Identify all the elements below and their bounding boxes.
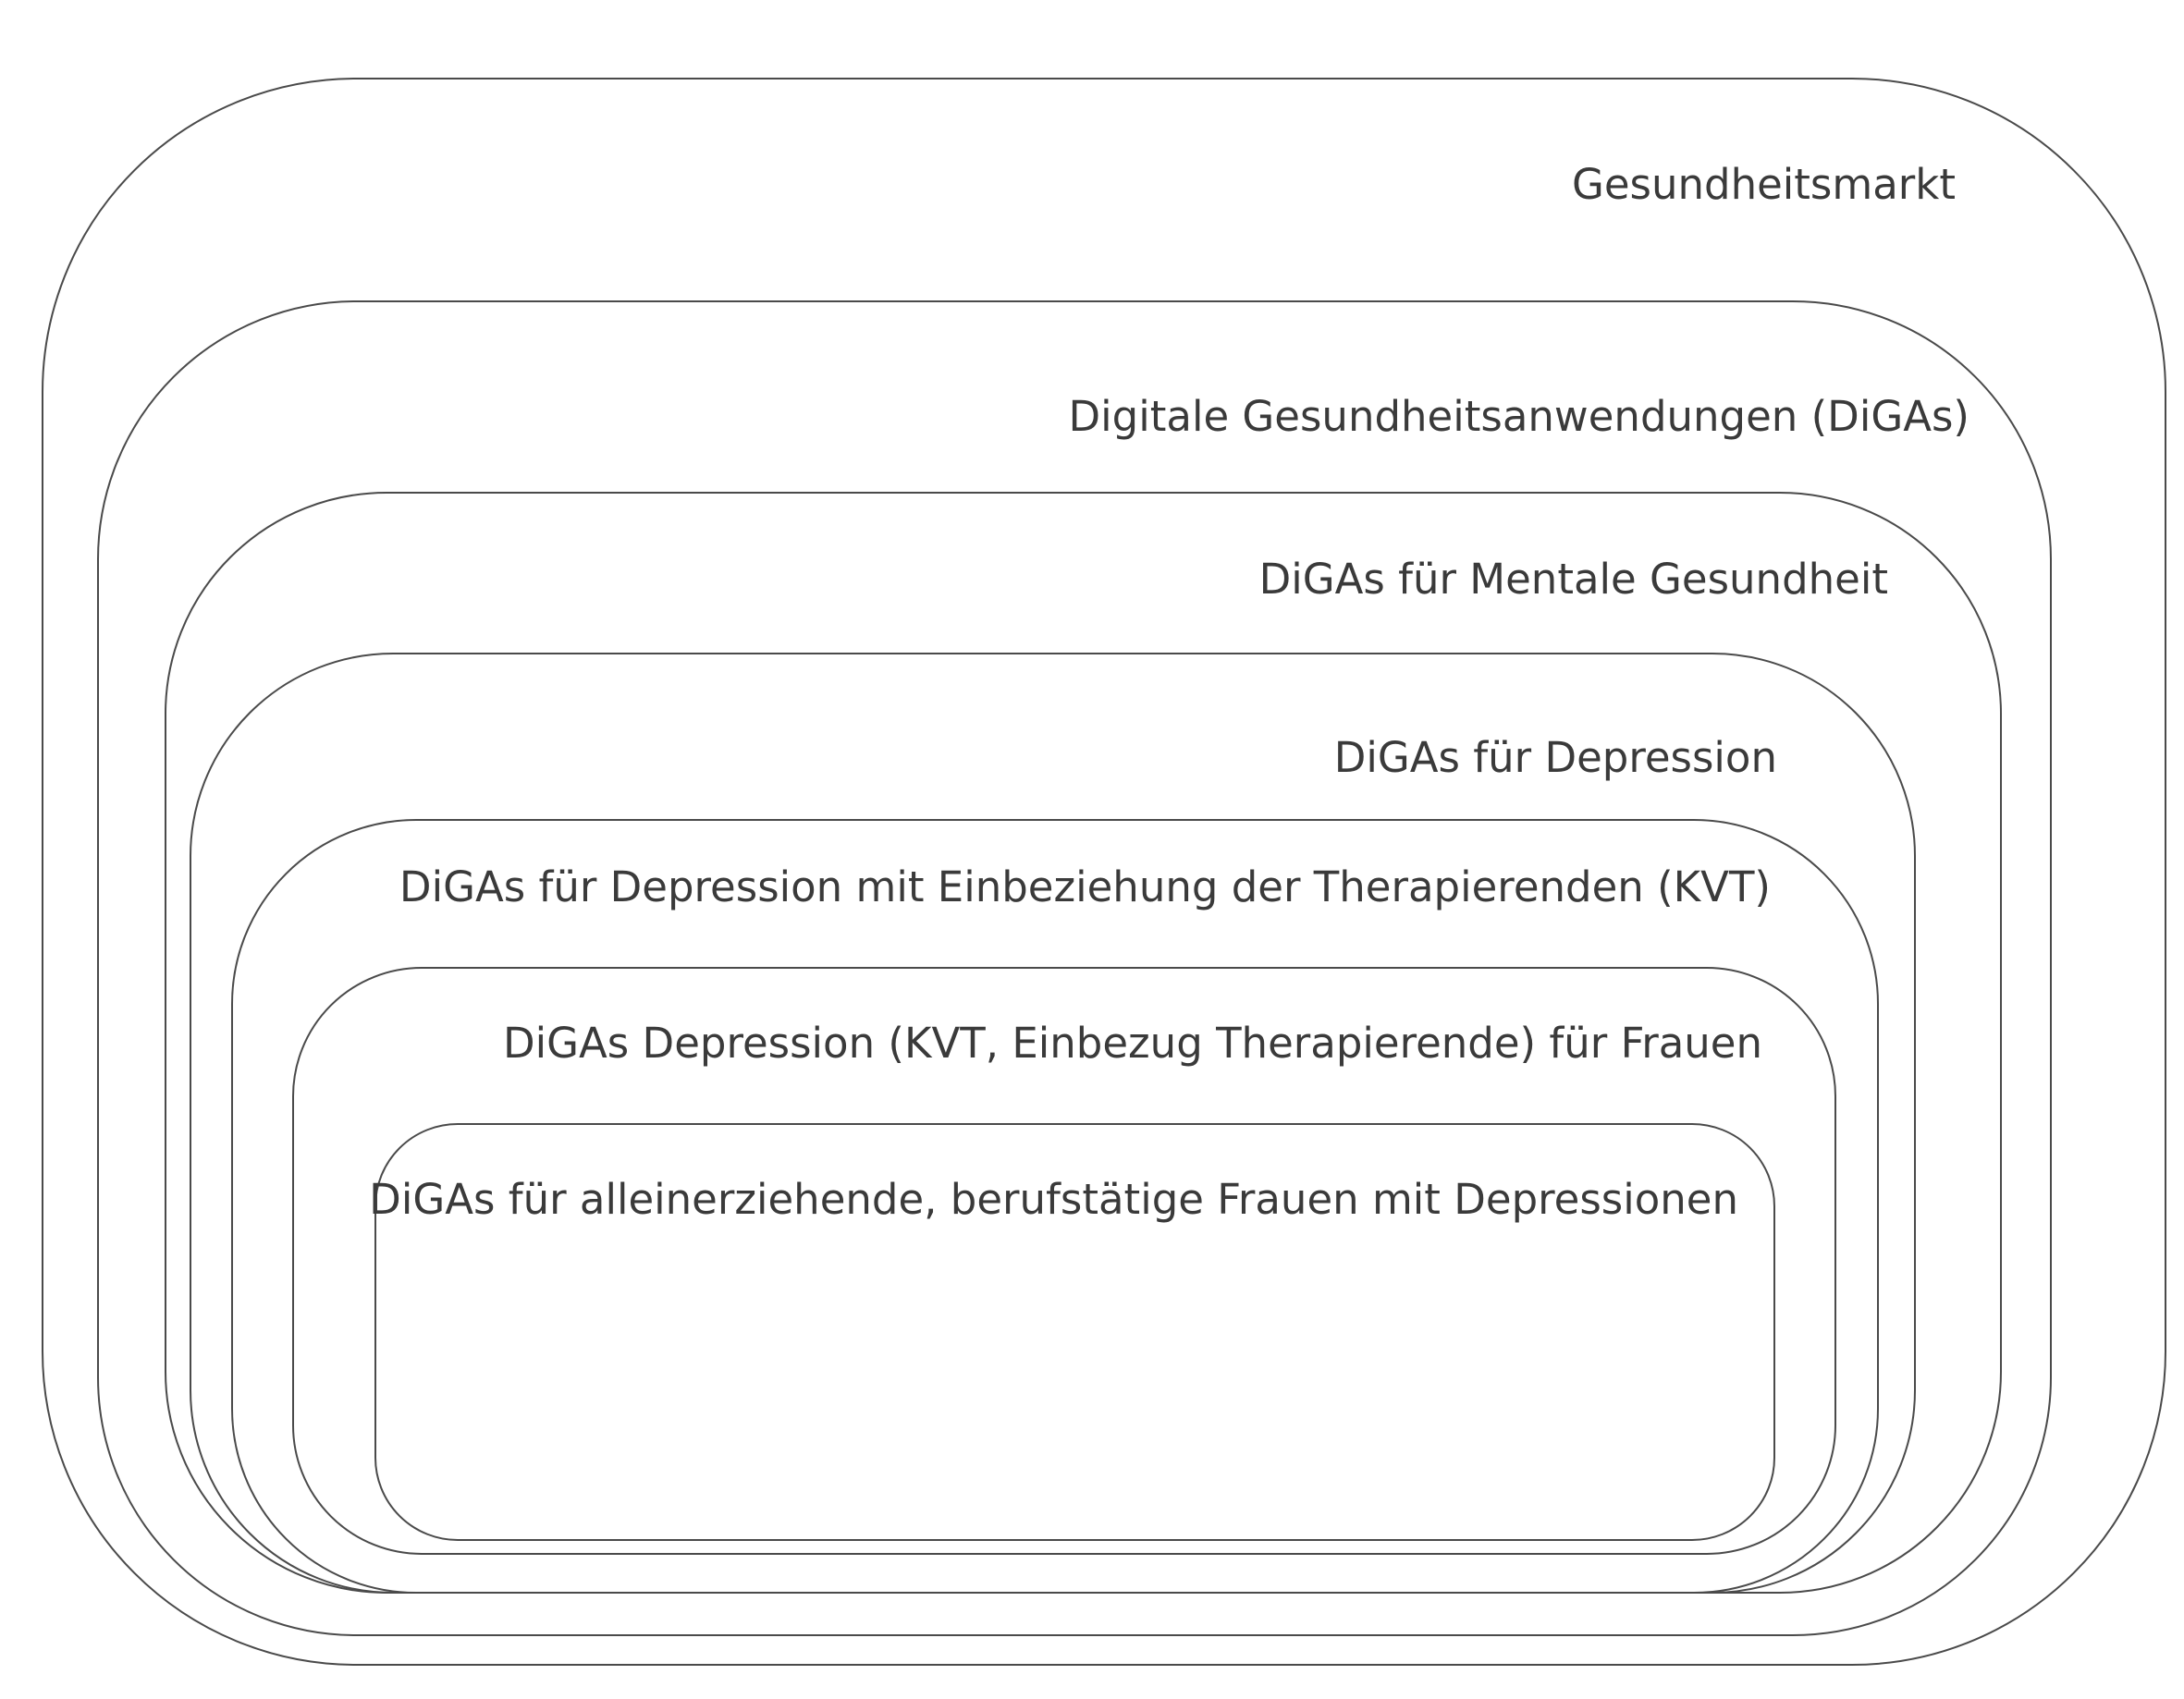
layer-label-depression: DiGAs für Depression: [1333, 733, 1777, 782]
layer-gesundheitsmarkt: [42, 78, 2166, 1666]
layer-label-depression-therapie: DiGAs für Depression mit Einbeziehung de…: [399, 862, 1771, 911]
layer-depression-frauen: [292, 967, 1836, 1555]
layer-label-digas: Digitale Gesundheitsanwendungen (DiGAs): [1068, 392, 1970, 441]
layer-label-mentale-gesundheit: DiGAs für Mentale Gesundheit: [1258, 555, 1888, 604]
layer-alleinerziehende-frauen: [374, 1123, 1775, 1541]
layer-label-gesundheitsmarkt: Gesundheitsmarkt: [1571, 160, 1956, 209]
layer-label-depression-frauen: DiGAs Depression (KVT, Einbezug Therapie…: [503, 1019, 1762, 1068]
layer-depression-therapie: [231, 819, 1879, 1594]
layer-digas: [97, 300, 2052, 1636]
layer-label-alleinerziehende-frauen: DiGAs für alleinerziehende, berufstätige…: [369, 1175, 1738, 1224]
